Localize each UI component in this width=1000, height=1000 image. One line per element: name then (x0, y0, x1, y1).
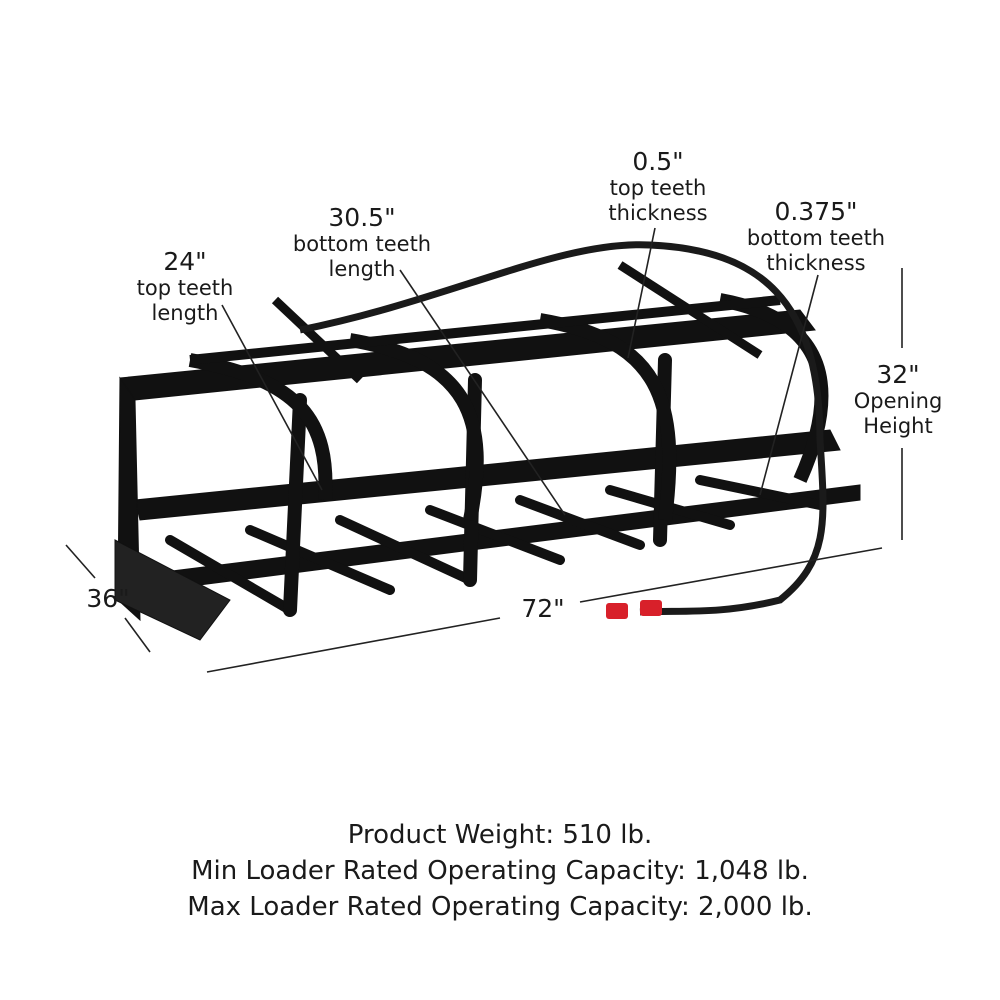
coupler-fittings (606, 600, 662, 619)
leader-top-teeth-thickness (627, 227, 656, 359)
label-width: 72" (521, 594, 565, 623)
width-line-left (206, 617, 501, 673)
grapple-frame (114, 261, 861, 641)
spec-min-capacity: Min Loader Rated Operating Capacity: 1,0… (191, 856, 809, 886)
label-bottom-teeth-thickness: 0.375" bottom teeth thickness (746, 197, 886, 276)
label-bottom-teeth-length: 30.5" bottom teeth length (292, 203, 432, 282)
product-specs: Product Weight: 510 lb. Min Loader Rated… (0, 817, 1000, 925)
label-depth: 36" (86, 584, 130, 613)
dimension-lines (65, 227, 903, 673)
spec-weight: Product Weight: 510 lb. (347, 820, 653, 850)
leader-bottom-teeth-thickness (759, 274, 819, 496)
label-top-teeth-length: 24" top teeth length (136, 247, 234, 326)
spec-max-capacity: Max Loader Rated Operating Capacity: 2,0… (187, 892, 813, 922)
depth-line-top (65, 544, 96, 579)
label-opening-height: 32" Opening Height (853, 360, 943, 439)
label-top-teeth-thickness: 0.5" top teeth thickness (608, 147, 708, 226)
width-line-right (579, 547, 883, 603)
leader-bottom-teeth-length (399, 269, 566, 516)
hydraulic-hose (299, 241, 827, 616)
leader-top-teeth-length (221, 304, 323, 491)
depth-line-bottom (124, 617, 151, 653)
